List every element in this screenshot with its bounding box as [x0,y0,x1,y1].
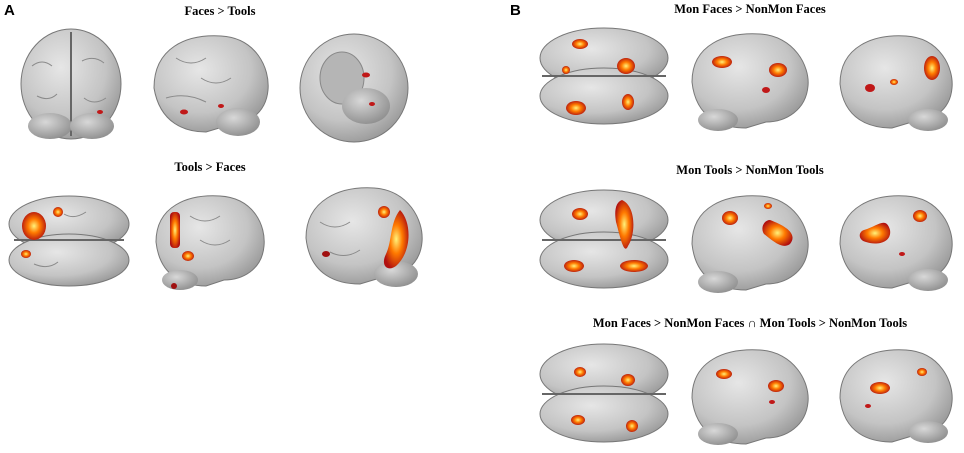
activation-cluster [870,382,890,394]
activation-cluster [913,210,927,222]
brain-a1-posterior [12,26,130,146]
activation-cluster [21,250,31,258]
activation-cluster [170,212,180,248]
brain-b2-lateral-right [834,190,960,296]
activation-cluster [722,211,738,225]
activation-cluster [218,104,224,108]
brain-b1-lateral-left [686,28,816,134]
activation-cluster [572,208,588,220]
activation-cluster [859,222,891,244]
activation-cluster [22,212,46,240]
brain-a2-dorsal [4,190,134,290]
activation-cluster [383,210,409,269]
panel-a-label: A [4,2,15,19]
activation-cluster [716,369,732,379]
brain-a1-lateral [146,28,276,146]
brain-b1-dorsal [536,24,672,130]
brain-a2-lateral-left [150,190,270,294]
activation-cluster [865,84,875,92]
activation-cluster [769,63,787,77]
activation-cluster [622,94,634,110]
brain-b3-lateral-left [686,344,816,448]
activation-cluster [617,58,635,74]
brain-b3-dorsal [536,340,672,448]
activation-cluster [924,56,940,80]
activation-cluster [615,200,634,249]
panel-b-row1-title: Mon Faces > NonMon Faces [674,2,826,16]
activation-cluster [890,79,898,85]
activation-cluster [762,87,770,93]
activation-cluster [171,283,177,289]
activation-cluster [769,400,775,404]
brain-b1-lateral-right [834,30,960,134]
brain-a1-ventral [294,30,414,146]
panel-b-row3-title: Mon Faces > NonMon Faces ∩ Mon Tools > N… [592,316,908,330]
activation-cluster [566,101,586,115]
activation-cluster [768,380,784,392]
activation-cluster [182,251,194,261]
activation-cluster [97,110,103,114]
brain-a2-lateral-right [300,182,430,290]
activation-cluster [626,420,638,432]
activation-cluster [53,207,63,217]
activation-cluster [917,368,927,376]
activation-cluster [571,415,585,425]
panel-a-row1-title: Faces > Tools [184,4,256,18]
activation-cluster [621,374,635,386]
activation-cluster [378,206,390,218]
panel-b-row2-title: Mon Tools > NonMon Tools [676,163,824,177]
activation-cluster [865,404,871,408]
activation-cluster [322,251,330,257]
activation-cluster [562,66,570,74]
activation-cluster [574,367,586,377]
brain-b2-lateral-left [686,190,816,296]
brain-b3-lateral-right [834,344,960,448]
activation-cluster [572,39,588,49]
panel-a-row2-title: Tools > Faces [174,160,246,174]
activation-cluster [712,56,732,68]
activation-cluster [899,252,905,256]
activation-cluster [620,260,648,272]
activation-cluster [180,109,188,115]
activation-cluster [564,260,584,272]
activation-cluster [369,102,375,106]
panel-b-label: B [510,2,521,19]
activation-cluster [362,72,370,78]
activation-cluster [762,220,793,246]
brain-b2-dorsal [536,186,672,294]
activation-cluster [764,203,772,209]
